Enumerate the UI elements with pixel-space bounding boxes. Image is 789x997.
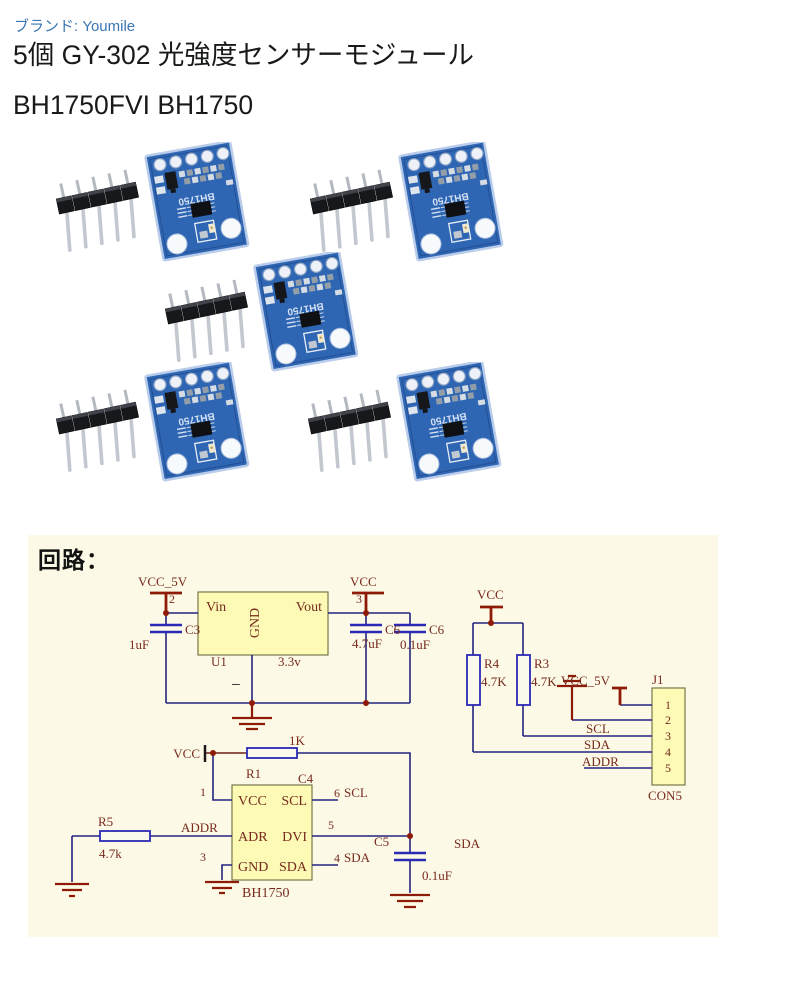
capacitor-c3 bbox=[150, 623, 182, 634]
net-label-addr: ADDR bbox=[582, 754, 619, 769]
net-label-vcc: VCC bbox=[173, 746, 200, 761]
pin-number: 3 bbox=[200, 850, 206, 864]
con5-pin-1: 1 bbox=[665, 698, 671, 712]
power-port-symbols bbox=[150, 591, 627, 705]
value-r1: 1K bbox=[289, 733, 306, 748]
regulator-pin-vout: Vout bbox=[296, 600, 322, 615]
resistor-r3 bbox=[516, 654, 531, 706]
ref-c4: C4 bbox=[298, 771, 314, 786]
product-photo[interactable] bbox=[40, 140, 530, 490]
circuit-wires bbox=[71, 612, 652, 893]
chip-pin-dvi: DVI bbox=[282, 830, 307, 845]
chip-pin-scl: SCL bbox=[281, 794, 307, 809]
title-line-2: BH1750FVI BH1750 bbox=[13, 90, 254, 120]
value-c6b: 0.1uF bbox=[400, 637, 430, 652]
chip-pin-gnd: GND bbox=[238, 860, 268, 875]
net-label-sda: SDA bbox=[344, 850, 371, 865]
ref-r1: R1 bbox=[246, 766, 261, 781]
connector-name: CON5 bbox=[648, 788, 682, 803]
resistor-r5 bbox=[99, 830, 151, 842]
pin-number: 2 bbox=[169, 592, 175, 606]
chip-pin-sda: SDA bbox=[279, 860, 308, 875]
ground-symbol bbox=[557, 674, 587, 720]
sensor-module-image bbox=[386, 362, 511, 487]
net-label-vcc5v: VCC_5V bbox=[138, 574, 188, 589]
net-label-vcc: VCC bbox=[477, 587, 504, 602]
con5-pin-3: 3 bbox=[665, 729, 671, 743]
ref-r4: R4 bbox=[484, 656, 500, 671]
resistor-r4 bbox=[466, 654, 481, 706]
net-label-vcc5v: VCC_5V bbox=[561, 673, 611, 688]
net-label-vcc: VCC bbox=[350, 574, 377, 589]
brand-link[interactable]: ブランド: Youmile bbox=[14, 18, 136, 35]
capacitor-c6a bbox=[350, 623, 382, 634]
value-r4: 4.7K bbox=[481, 674, 507, 689]
capacitor-c5 bbox=[394, 851, 426, 862]
minus-mark: − bbox=[231, 675, 241, 694]
ground-symbol bbox=[55, 882, 89, 898]
regulator-pin-vin: Vin bbox=[206, 600, 226, 615]
net-label-sda: SDA bbox=[584, 737, 611, 752]
ref-j1: J1 bbox=[652, 672, 664, 687]
net-label-scl: SCL bbox=[344, 785, 368, 800]
ref-c6b: C6 bbox=[429, 622, 445, 637]
bh1750-chip-box bbox=[231, 784, 313, 881]
sensor-module-image bbox=[388, 142, 513, 267]
regulator-pin-gnd: GND bbox=[248, 608, 263, 638]
pin-number: 4 bbox=[334, 851, 340, 865]
ref-r5: R5 bbox=[98, 814, 113, 829]
value-r3: 4.7K bbox=[531, 674, 557, 689]
page-title: 5個 GY-302 光強度センサーモジュール BH1750FVI BH1750 bbox=[13, 30, 733, 130]
ref-c3: C3 bbox=[185, 622, 200, 637]
product-set bbox=[300, 362, 515, 492]
pin-number: 1 bbox=[200, 785, 206, 799]
sensor-module-image bbox=[134, 362, 259, 487]
pin-number: 6 bbox=[334, 786, 340, 800]
chip-pin-vcc: VCC bbox=[238, 794, 267, 809]
circuit-heading: 回路： bbox=[38, 547, 110, 573]
value-c5: 0.1uF bbox=[422, 868, 452, 883]
resistor-r1 bbox=[246, 747, 298, 759]
ground-symbol bbox=[232, 703, 272, 731]
ref-c5: C5 bbox=[374, 834, 389, 849]
con5-pin-5: 5 bbox=[665, 761, 671, 775]
sensor-module-image bbox=[243, 252, 368, 377]
value-r5: 4.7k bbox=[99, 846, 122, 861]
capacitor-c6b bbox=[394, 623, 426, 634]
net-label-sda: SDA bbox=[454, 836, 481, 851]
product-set bbox=[48, 362, 263, 492]
net-label-addr: ADDR bbox=[181, 820, 218, 835]
value-3v3: 3.3v bbox=[278, 654, 301, 669]
value-c6a: 4.7uF bbox=[352, 636, 382, 651]
value-c3: 1uF bbox=[129, 637, 149, 652]
pin-number: 5 bbox=[328, 818, 334, 832]
con5-pin-4: 4 bbox=[665, 745, 671, 759]
title-line-1: 5個 GY-302 光強度センサーモジュール bbox=[13, 40, 475, 70]
chip-name: BH1750 bbox=[242, 886, 289, 901]
sensor-module-image bbox=[134, 142, 259, 267]
ref-r3: R3 bbox=[534, 656, 549, 671]
ground-symbol bbox=[205, 880, 239, 895]
regulator-u1-box bbox=[197, 591, 329, 656]
net-label-scl: SCL bbox=[586, 721, 610, 736]
ref-c6: C6 bbox=[385, 622, 401, 637]
con5-pin-2: 2 bbox=[665, 713, 671, 727]
pin-number: 3 bbox=[356, 592, 362, 606]
chip-pin-adr: ADR bbox=[238, 830, 268, 845]
ground-symbol bbox=[390, 893, 430, 909]
ref-u1: U1 bbox=[211, 654, 227, 669]
